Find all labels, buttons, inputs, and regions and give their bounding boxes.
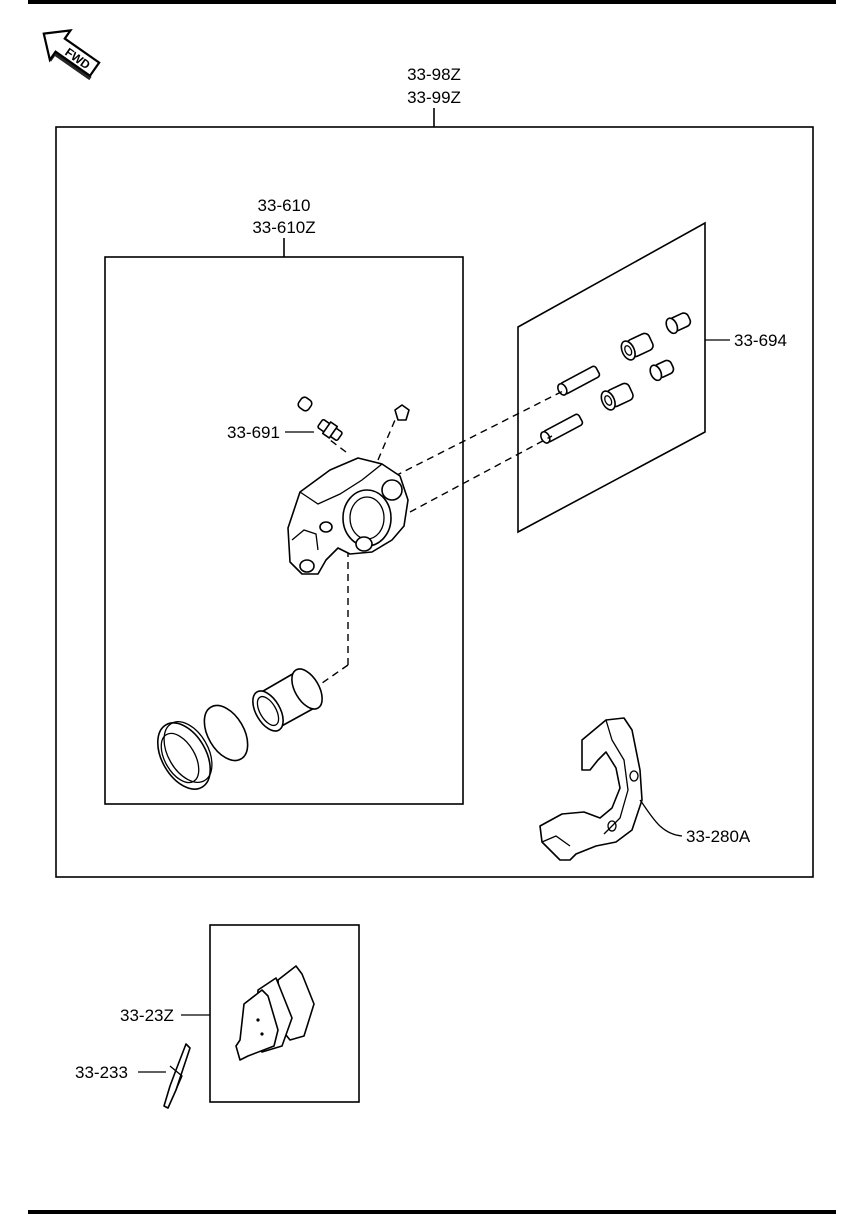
fwd-arrow-icon: FWD (42, 28, 101, 81)
mounting-bracket (539, 717, 643, 861)
brake-pad-label: 33-23Z (120, 1006, 174, 1025)
dust-boot (156, 721, 213, 790)
brake-pad-box (209, 924, 360, 1103)
shim-clip (163, 1043, 191, 1109)
shim-clip-label: 33-233 (75, 1063, 128, 1082)
caliper-assembly-part-2: 33-99Z (407, 88, 461, 107)
caliper-body-part-1: 33-610 (258, 196, 311, 215)
piston (252, 668, 323, 732)
bleeder-label: 33-691 (227, 423, 280, 442)
piston-seal (203, 704, 249, 762)
caliper-body-part-2: 33-610Z (252, 218, 315, 237)
top-rule (28, 0, 836, 4)
mounting-bracket-label: 33-280A (686, 827, 751, 846)
guide-pin-kit-label: 33-694 (734, 331, 787, 350)
caliper-assembly-part-1: 33-98Z (407, 65, 461, 84)
brake-pads (235, 965, 315, 1061)
bleeder-screw (297, 396, 410, 441)
guide-pin-kit-panel (517, 221, 706, 534)
bottom-rule (28, 1210, 836, 1214)
guide-pin-kit-parts (540, 312, 692, 444)
caliper-housing (287, 457, 409, 575)
